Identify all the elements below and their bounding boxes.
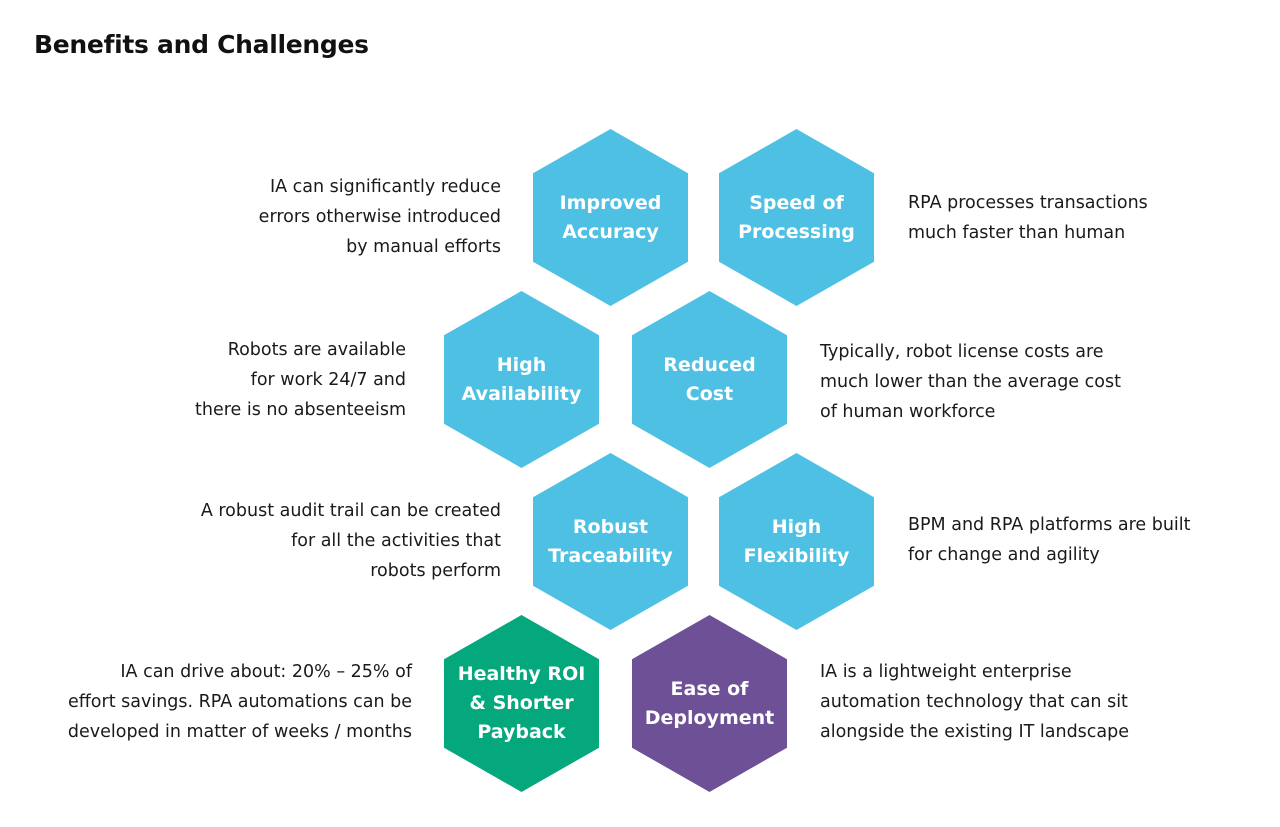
- ease-of-deployment-hexagon: Ease of Deployment: [632, 615, 787, 792]
- reduced-cost-description: Typically, robot license costs are much …: [820, 342, 1121, 422]
- speed-of-processing-label: Speed of Processing: [738, 191, 855, 243]
- robust-traceability-hexagon: Robust Traceability: [533, 453, 688, 630]
- healthy-roi-hexagon: Healthy ROI & Shorter Payback: [444, 615, 599, 792]
- high-availability-hexagon: High Availability: [444, 291, 599, 468]
- high-flexibility-description: BPM and RPA platforms are built for chan…: [908, 515, 1191, 565]
- improved-accuracy-hexagon: Improved Accuracy: [533, 129, 688, 306]
- speed-of-processing-hexagon: Speed of Processing: [719, 129, 874, 306]
- high-flexibility-hexagon: High Flexibility: [719, 453, 874, 630]
- high-flexibility-label: High Flexibility: [743, 515, 850, 567]
- improved-accuracy-description: IA can significantly reduce errors other…: [258, 177, 501, 257]
- ease-of-deployment-label: Ease of Deployment: [644, 677, 775, 729]
- robust-traceability-label: Robust Traceability: [548, 515, 673, 567]
- reduced-cost-label: Reduced Cost: [663, 353, 756, 405]
- ease-of-deployment-description: IA is a lightweight enterprise automatio…: [820, 662, 1130, 742]
- improved-accuracy-label: Improved Accuracy: [559, 191, 662, 243]
- healthy-roi-description: IA can drive about: 20% – 25% of effort …: [67, 662, 412, 742]
- robust-traceability-description: A robust audit trail can be created for …: [200, 501, 501, 581]
- page-title: Benefits and Challenges: [34, 30, 369, 59]
- healthy-roi-label: Healthy ROI & Shorter Payback: [457, 663, 586, 743]
- reduced-cost-hexagon: Reduced Cost: [632, 291, 787, 468]
- speed-of-processing-description: RPA processes transactions much faster t…: [908, 193, 1148, 243]
- high-availability-description: Robots are available for work 24/7 and t…: [195, 340, 406, 420]
- high-availability-label: High Availability: [461, 353, 582, 405]
